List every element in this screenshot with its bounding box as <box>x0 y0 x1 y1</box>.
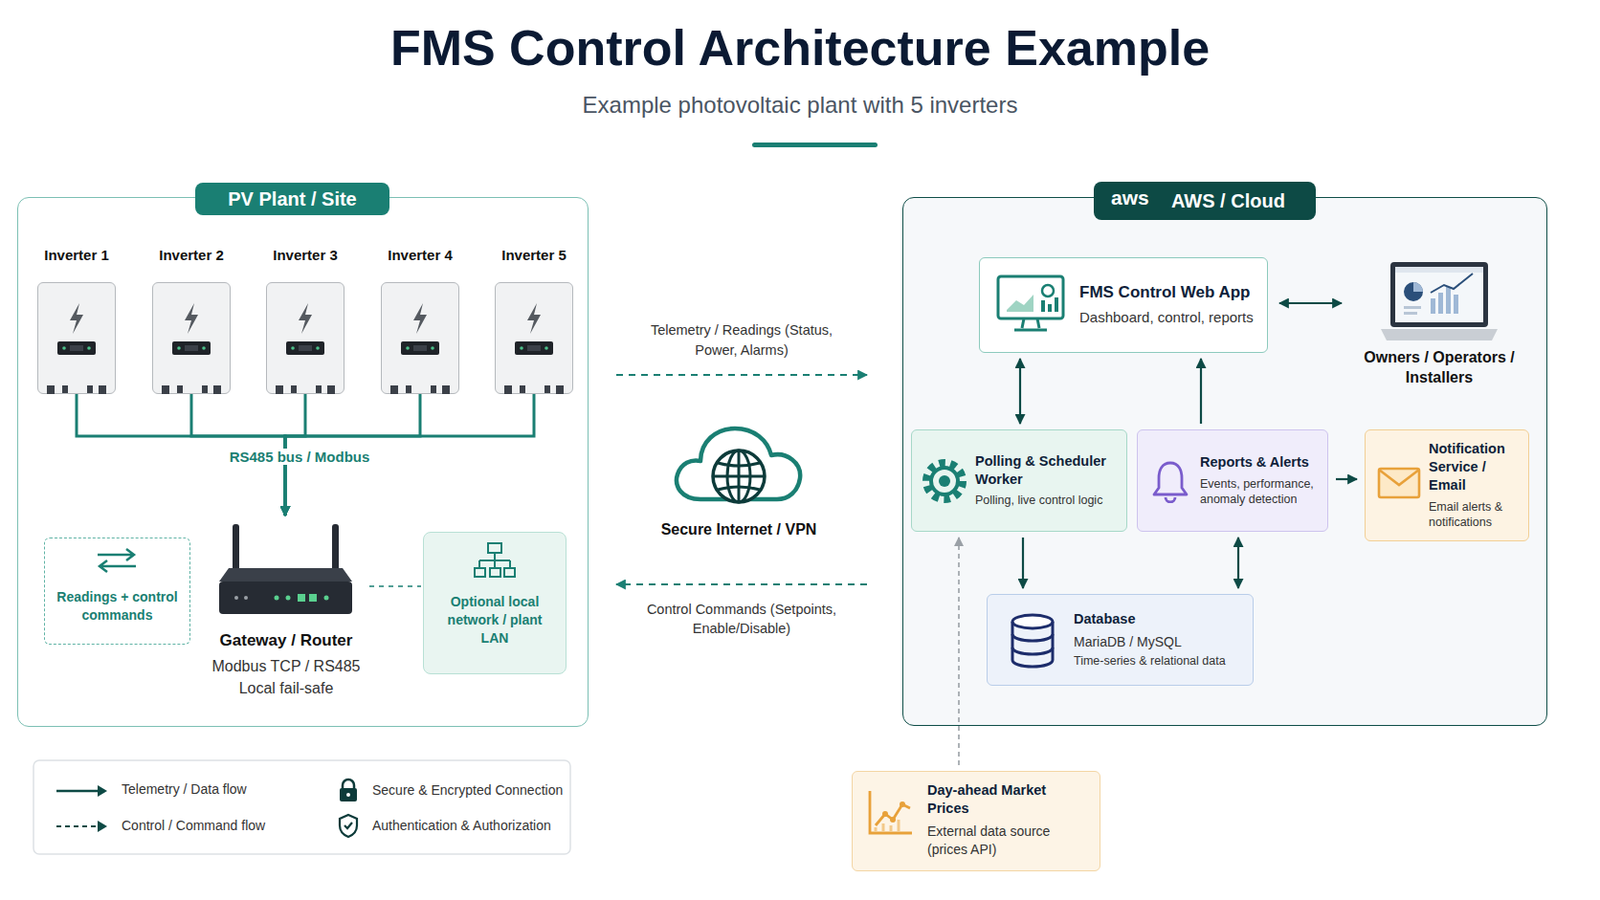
connector <box>1200 358 1202 424</box>
worker-box: Polling & Scheduler WorkerPolling, live … <box>911 429 1128 533</box>
cloud-panel: AWS / Cloud FMS Control Web AppDashboard… <box>902 197 1548 727</box>
reports-box: Reports & AlertsEvents, performance, ano… <box>1136 429 1329 533</box>
legend-text: Authentication & Authorization <box>372 818 552 834</box>
node-heading: Optional local network / plant LAN <box>433 593 556 648</box>
inverter-box: Inverter 4 <box>380 282 460 395</box>
node-heading: Inverter 2 <box>129 246 254 264</box>
connector <box>369 585 422 588</box>
node-heading: Polling & Scheduler Worker <box>975 452 1119 489</box>
node-heading: Readings + control commands <box>52 588 182 625</box>
inverter-illustration <box>266 282 345 395</box>
node-heading: Notification Service / Email <box>1428 440 1521 495</box>
node-body: MariaDB / MySQL <box>1073 633 1244 652</box>
legend-text: Telemetry / Data flow <box>121 781 247 798</box>
node-body: Email alerts & notifications <box>1428 499 1521 533</box>
envelope-icon <box>1377 466 1422 500</box>
legend-text: Secure & Encrypted Connection <box>372 782 563 799</box>
edge-label: Control Commands (Setpoints, Enable/Disa… <box>645 600 838 640</box>
shield-icon <box>339 815 357 838</box>
router-illustration <box>219 524 353 621</box>
lock-icon <box>339 779 357 802</box>
web-app-box: FMS Control Web AppDashboard, control, r… <box>978 257 1268 354</box>
inverter-box: Inverter 2 <box>152 282 231 395</box>
exchange-arrows-icon <box>95 548 138 574</box>
node-heading: Database <box>1073 610 1244 629</box>
diagram-title: FMS Control Architecture Example <box>0 19 1600 77</box>
free-label: aws <box>1111 186 1150 210</box>
inverter-box: Inverter 1 <box>37 282 116 395</box>
cloud-globe-icon <box>676 428 800 503</box>
notification-box: Notification Service / EmailEmail alerts… <box>1364 429 1530 542</box>
edge-label: Telemetry / Readings (Status, Power, Ala… <box>645 320 838 360</box>
node-heading: Gateway / Router <box>204 631 368 651</box>
node-heading: Reports & Alerts <box>1200 453 1320 472</box>
legend-text: Control / Command flow <box>121 818 266 834</box>
gear-icon <box>920 457 969 506</box>
inverter-box: Inverter 5 <box>494 282 574 395</box>
inverter-illustration <box>380 282 460 395</box>
free-label: Secure Internet / VPN <box>661 521 818 539</box>
node-heading: Owners / Operators / Installers <box>1353 347 1526 389</box>
node-heading: Inverter 5 <box>471 246 597 264</box>
inverter-box: Inverter 3 <box>266 282 345 395</box>
inverter-illustration <box>152 282 231 395</box>
node-body: Events, performance, anomaly detection <box>1200 476 1320 510</box>
connector <box>1335 478 1357 481</box>
connector <box>957 537 960 766</box>
node-body: External data source (prices API) <box>927 822 1090 860</box>
connector <box>1279 302 1342 305</box>
legend-frame <box>33 760 571 855</box>
node-heading: Inverter 4 <box>357 246 483 264</box>
free-label: RS485 bus / Modbus <box>225 448 375 466</box>
price-chart-icon <box>866 789 914 838</box>
database-icon <box>1008 613 1057 669</box>
node-body: Time-series & relational data <box>1073 653 1244 670</box>
network-icon <box>473 542 516 581</box>
connector <box>616 583 867 586</box>
users-node: Owners / Operators / Installers <box>1353 256 1526 393</box>
title-underline <box>752 142 878 148</box>
node-body: Polling, live control logic <box>975 492 1119 510</box>
node-body: Dashboard, control, reports <box>1079 308 1256 328</box>
lan-box: Optional local network / plant LAN <box>422 532 567 675</box>
database-box: DatabaseMariaDB / MySQLTime-series & rel… <box>986 594 1254 687</box>
connector <box>1237 537 1240 589</box>
gateway-node: Gateway / RouterModbus TCP / RS485 Local… <box>204 516 368 704</box>
inverter-illustration <box>494 282 574 395</box>
node-heading: Inverter 3 <box>243 246 368 264</box>
connector <box>1022 537 1024 589</box>
node-heading: Inverter 1 <box>14 246 139 264</box>
connector <box>1019 358 1022 424</box>
node-heading: PV Plant / Site <box>195 182 390 216</box>
laptop-illustration <box>1377 260 1502 345</box>
node-heading: FMS Control Web App <box>1079 283 1256 303</box>
node-heading: Day-ahead Market Prices <box>927 781 1090 819</box>
external-source-box: Day-ahead Market PricesExternal data sou… <box>851 771 1101 872</box>
inverter-illustration <box>37 282 116 395</box>
diagram-caption: Example photovoltaic plant with 5 invert… <box>0 91 1600 119</box>
monitor-icon <box>995 273 1067 335</box>
node-body: Modbus TCP / RS485 Local fail-safe <box>204 656 368 700</box>
bell-icon <box>1151 459 1190 504</box>
connector <box>616 374 867 377</box>
info-box: Readings + control commands <box>44 537 191 645</box>
